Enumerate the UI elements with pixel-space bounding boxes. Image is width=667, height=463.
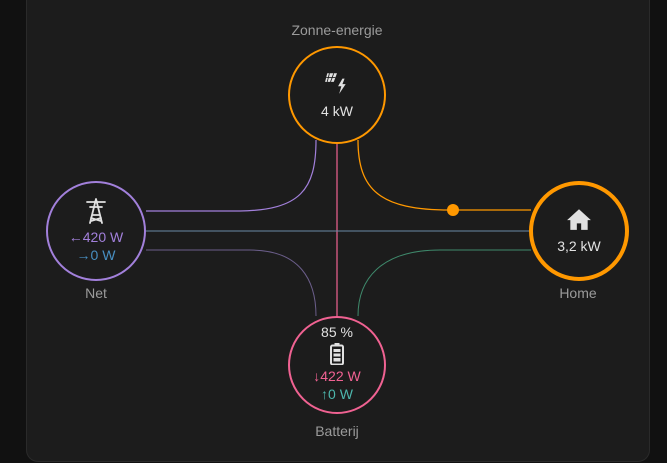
flow-battery-to-home <box>357 249 531 317</box>
battery-icon <box>330 343 344 365</box>
arrow-up-icon: ↑ <box>321 386 329 402</box>
battery-charge-value: 422 W <box>320 368 361 384</box>
battery-node[interactable]: 85 % ↓422 W ↑0 W <box>288 316 386 414</box>
home-label: Home <box>559 285 597 301</box>
arrow-right-icon: → <box>76 247 91 263</box>
grid-import-value: 420 W <box>82 229 124 245</box>
solar-label: Zonne-energie <box>291 22 383 38</box>
flow-solar-to-home <box>357 139 531 211</box>
home-power-value: 3,2 kW <box>557 238 601 254</box>
flow-solar-to-grid <box>146 139 317 212</box>
grid-import-row: ←420 W <box>69 228 123 246</box>
battery-label: Batterij <box>315 423 359 439</box>
home-node[interactable]: 3,2 kW <box>529 181 629 281</box>
arrow-down-icon: ↓ <box>313 368 321 384</box>
battery-discharge-value: 0 W <box>328 386 353 402</box>
flow-grid-to-battery <box>146 249 317 317</box>
home-icon <box>567 209 591 230</box>
grid-export-row: →0 W <box>77 246 116 264</box>
solar-power-value: 4 kW <box>321 103 353 119</box>
transmission-tower-icon <box>86 198 106 224</box>
grid-label: Net <box>85 285 107 301</box>
battery-percent: 85 % <box>321 324 353 340</box>
solar-node[interactable]: 4 kW <box>288 46 386 144</box>
grid-node[interactable]: ←420 W →0 W <box>46 181 146 281</box>
flow-dot-solar-to-home <box>447 204 459 216</box>
battery-discharge-row: ↑0 W <box>321 385 353 403</box>
arrow-left-icon: ← <box>68 229 83 245</box>
battery-charge-row: ↓422 W <box>313 367 360 385</box>
grid-export-value: 0 W <box>90 247 116 263</box>
solar-panel-lightning-icon <box>325 73 346 94</box>
